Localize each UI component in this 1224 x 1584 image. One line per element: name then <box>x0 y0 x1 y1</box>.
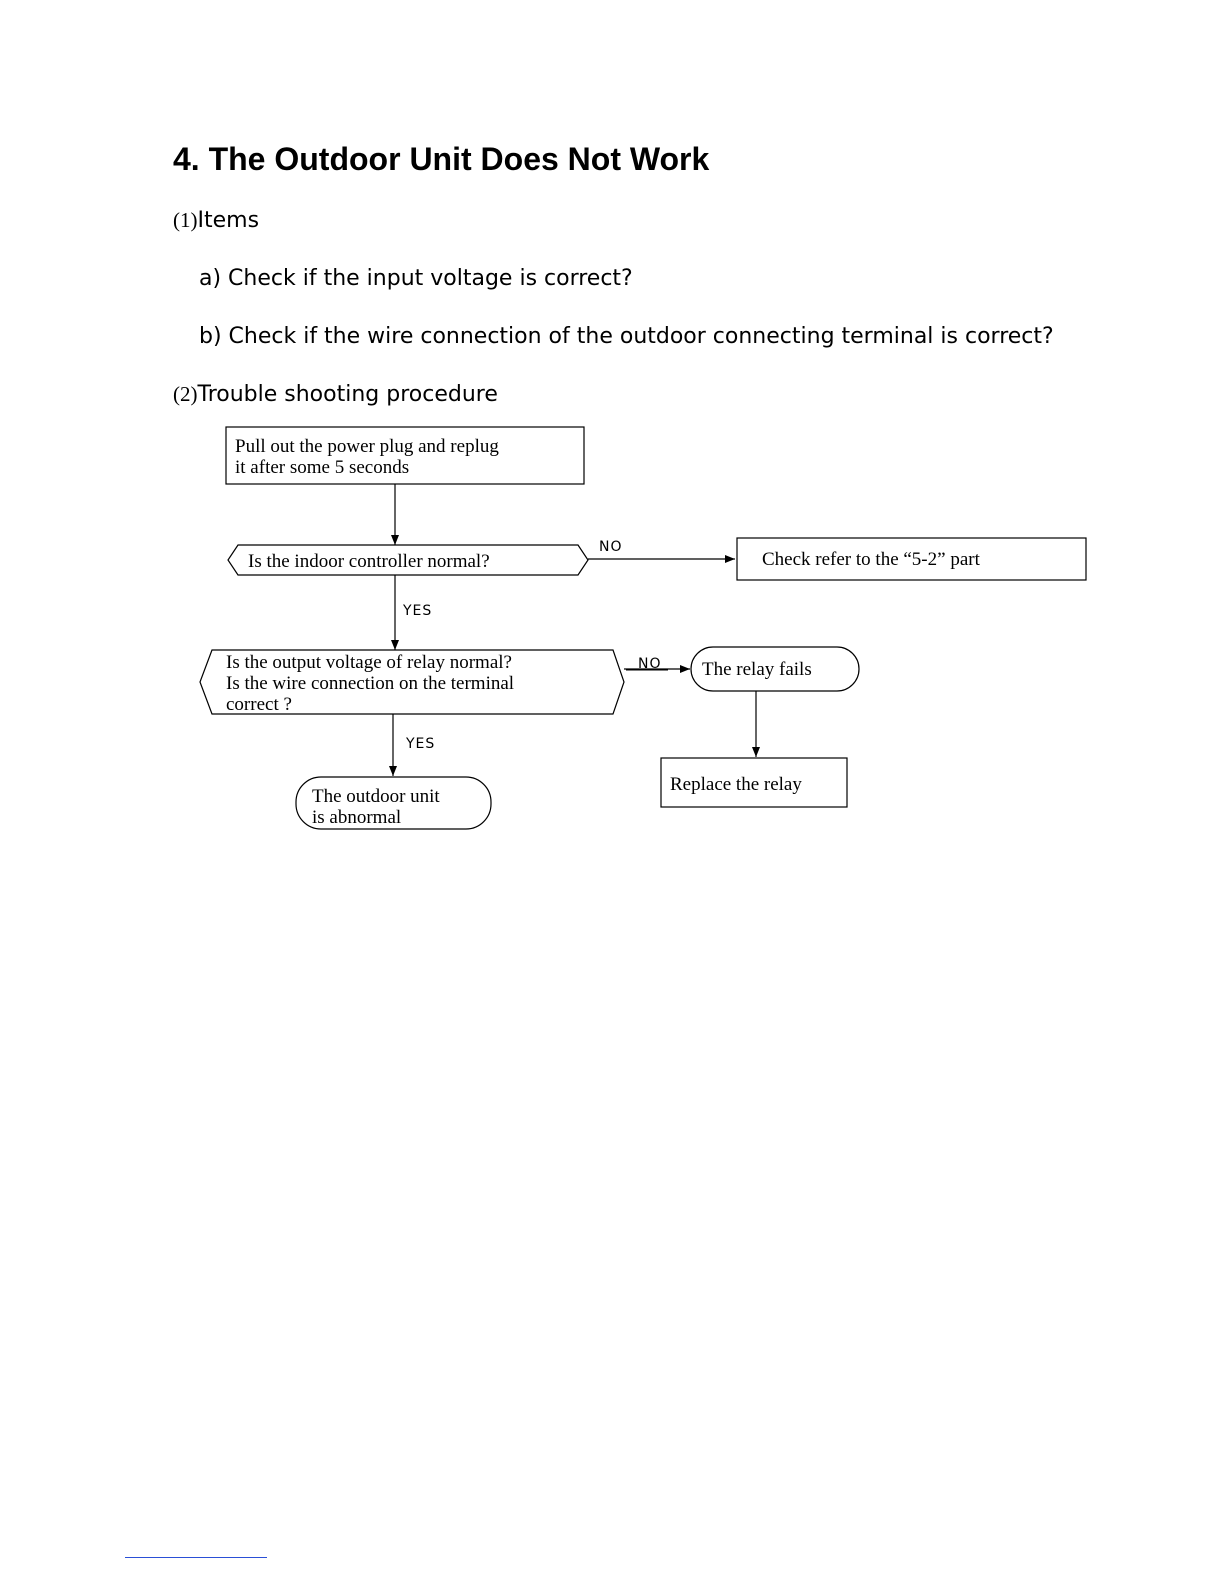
decision-1-no-label: NO <box>599 539 623 555</box>
procedure-section-title: (2)Trouble shooting procedure <box>173 382 498 408</box>
decision-1-yes-label: YES <box>402 603 432 619</box>
items-section-marker: (1) <box>173 208 198 232</box>
start-step: Pull out the power plug and replug it af… <box>225 426 585 485</box>
items-section-label: Items <box>197 208 260 233</box>
decision-relay-output-line-3: correct ? <box>226 694 292 715</box>
footnote-separator <box>125 1557 267 1558</box>
replace-relay-text: Replace the relay <box>670 774 802 795</box>
decision-relay-output-line-2: Is the wire connection on the terminal <box>226 673 514 694</box>
check-item-b: b) Check if the wire connection of the o… <box>199 324 1054 349</box>
start-step-line-2: it after some 5 seconds <box>235 457 409 478</box>
relay-fails-result: The relay fails <box>690 646 860 692</box>
page-title: 4. The Outdoor Unit Does Not Work <box>173 141 710 177</box>
check-item-a: a) Check if the input voltage is correct… <box>199 266 633 291</box>
decision-2-no-label: NO <box>638 656 662 672</box>
procedure-section-marker: (2) <box>173 382 198 406</box>
procedure-section-label: Trouble shooting procedure <box>197 382 498 407</box>
outdoor-unit-abnormal-result: The outdoor unit is abnormal <box>295 776 492 830</box>
decision-indoor-controller-text: Is the indoor controller normal? <box>248 551 490 572</box>
outdoor-unit-abnormal-line-1: The outdoor unit <box>312 786 440 807</box>
outdoor-unit-abnormal-line-2: is abnormal <box>312 807 401 828</box>
decision-indoor-controller: Is the indoor controller normal? <box>227 544 589 576</box>
check-5-2-part-text: Check refer to the “5-2” part <box>762 549 981 570</box>
check-5-2-part-step: Check refer to the “5-2” part <box>736 537 1087 581</box>
decision-relay-output: Is the output voltage of relay normal? I… <box>199 649 625 715</box>
start-step-line-1: Pull out the power plug and replug <box>235 436 499 457</box>
items-section-title: (1)Items <box>173 208 259 234</box>
relay-fails-text: The relay fails <box>702 659 812 680</box>
replace-relay-step: Replace the relay <box>660 757 848 808</box>
decision-relay-output-line-1: Is the output voltage of relay normal? <box>226 652 512 673</box>
decision-2-yes-label: YES <box>405 736 435 752</box>
